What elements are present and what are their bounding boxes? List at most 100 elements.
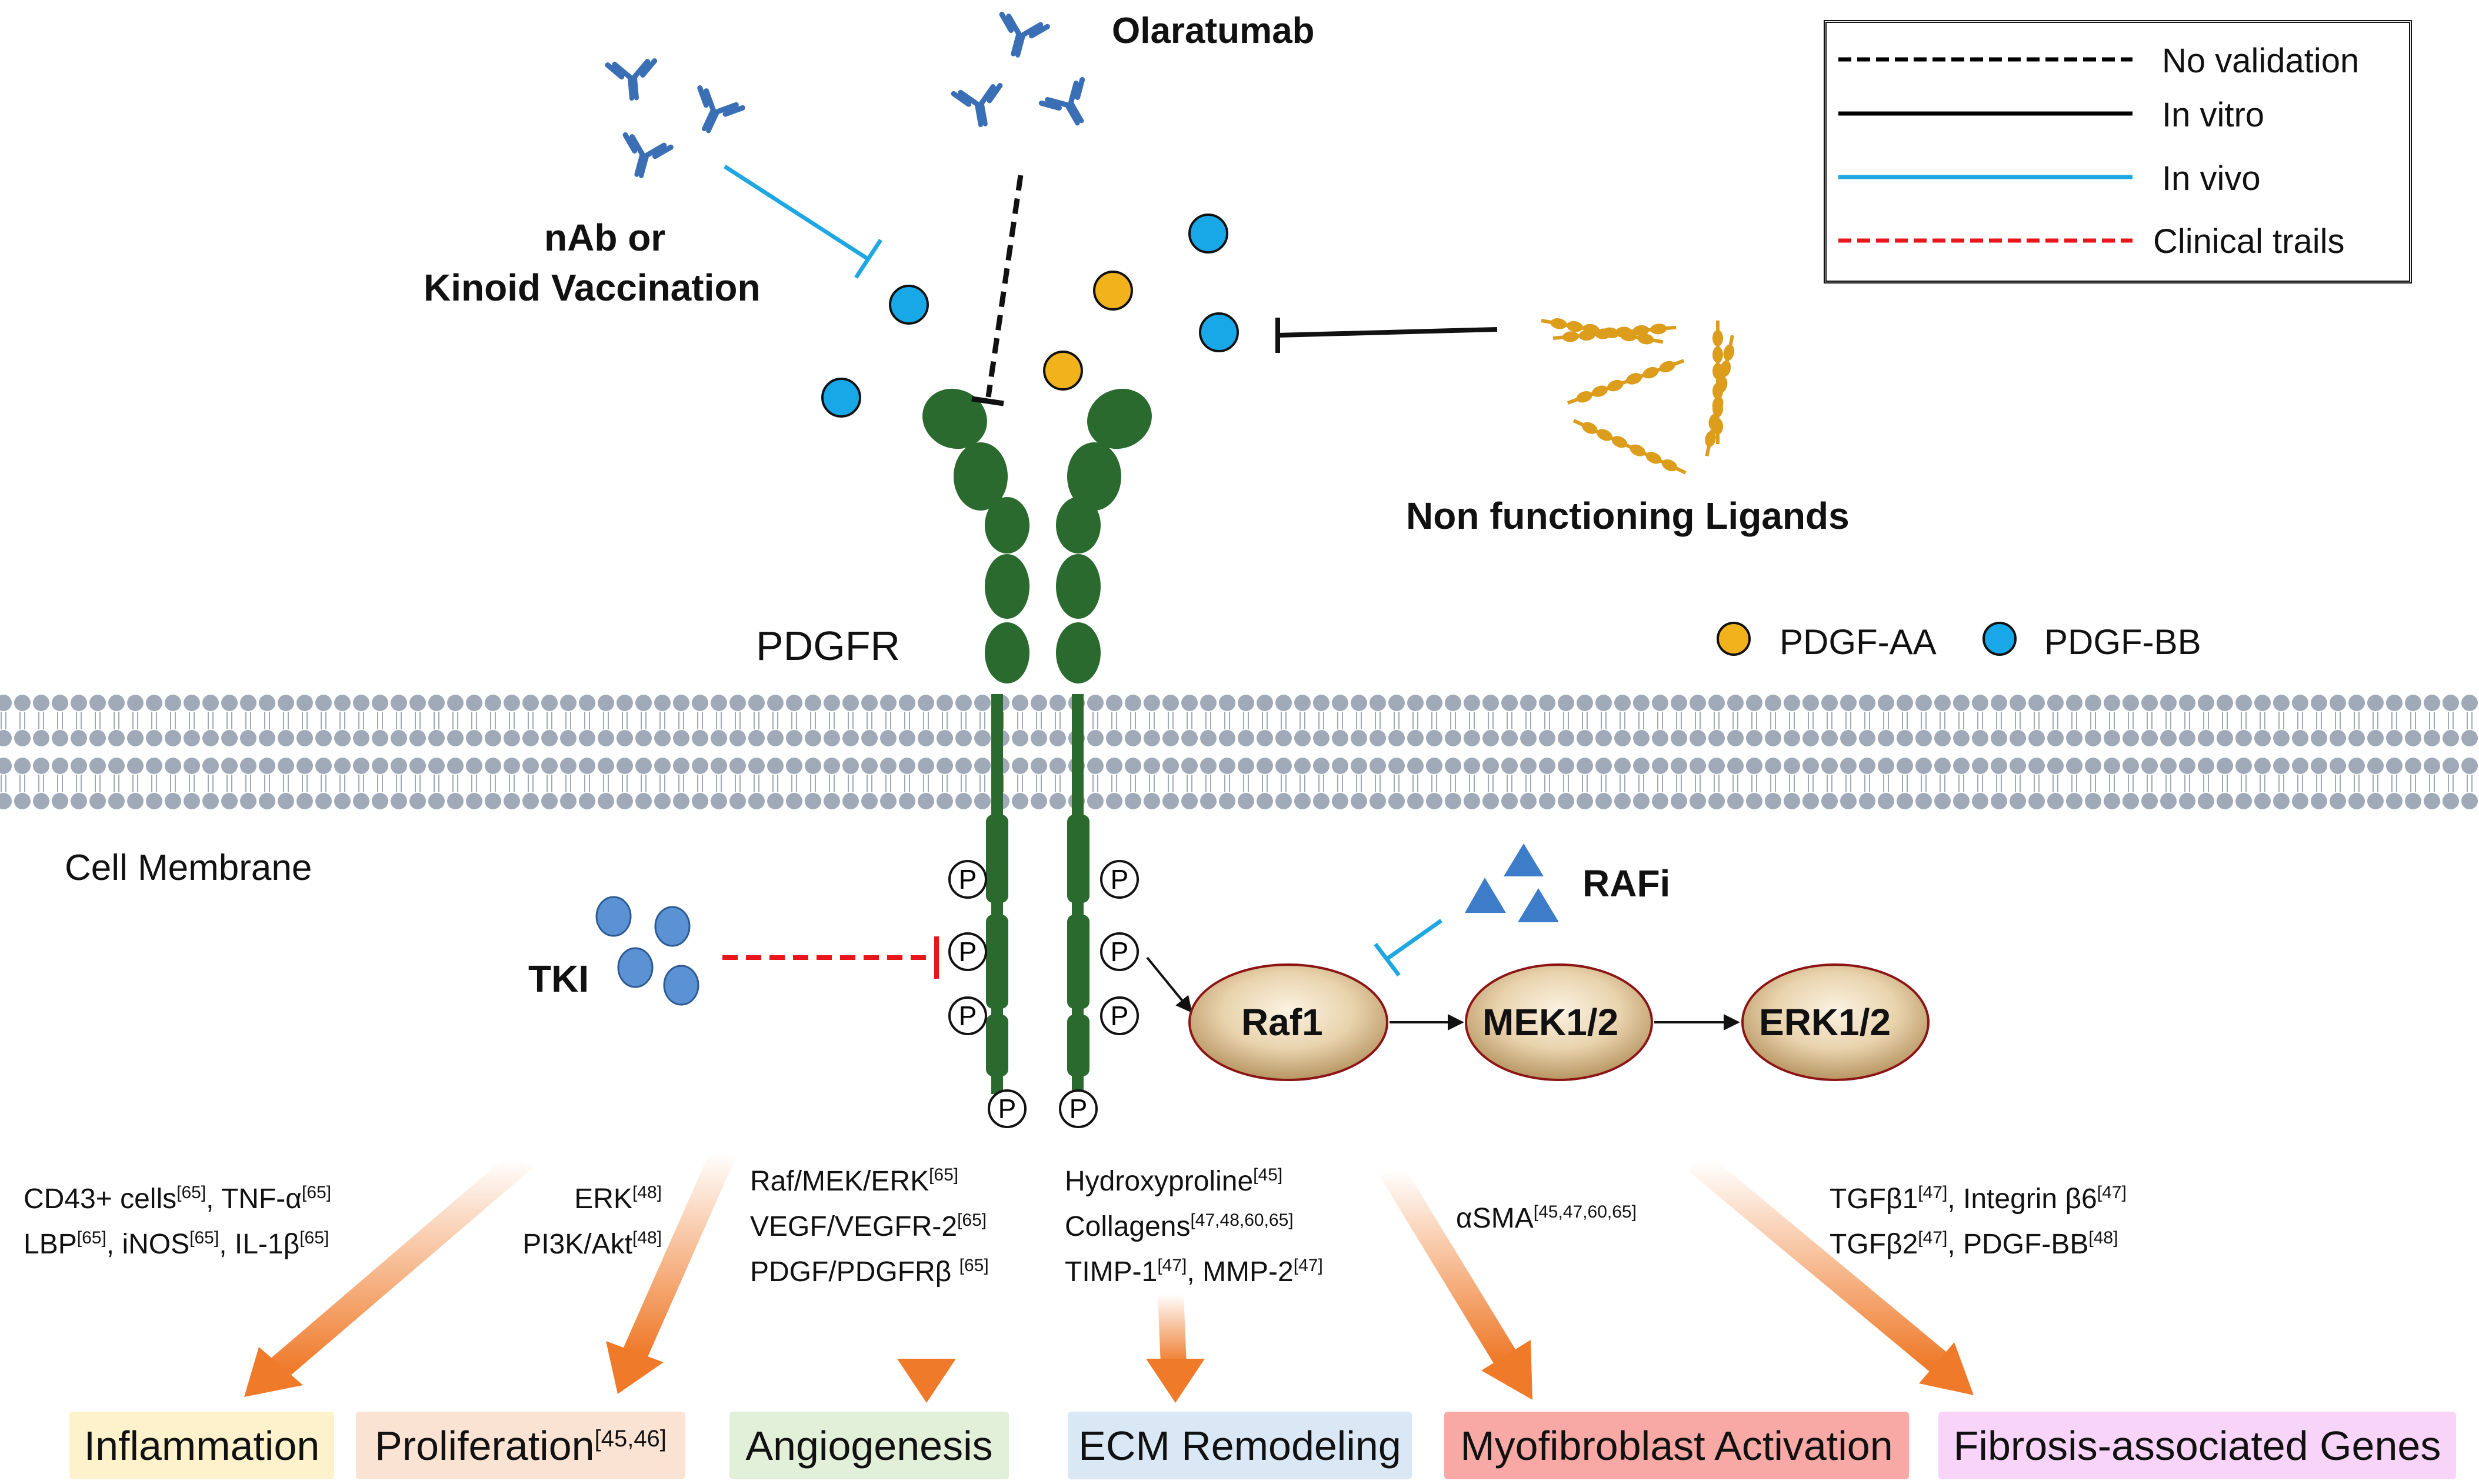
lipid-head bbox=[353, 695, 369, 711]
lipid-head bbox=[1407, 758, 1424, 774]
lipid-head bbox=[1370, 695, 1386, 711]
lipid-head bbox=[259, 695, 275, 711]
lipid-head bbox=[1238, 758, 1254, 774]
lipid-head bbox=[1257, 730, 1273, 746]
lipid-head bbox=[2123, 758, 2139, 774]
lipid-head bbox=[2424, 695, 2440, 711]
lipid-head bbox=[1802, 793, 1819, 809]
lipid-head bbox=[1106, 695, 1122, 711]
lipid-head bbox=[89, 730, 106, 746]
lipid-head bbox=[2292, 793, 2308, 809]
lipid-head bbox=[2104, 793, 2120, 809]
lipid-head bbox=[2028, 730, 2045, 746]
lipid-head bbox=[1294, 793, 1311, 809]
lipid-head bbox=[372, 758, 388, 774]
lipid-head bbox=[1934, 730, 1951, 746]
lipid-head bbox=[353, 793, 369, 809]
lipid-head bbox=[165, 730, 181, 746]
lipid-head bbox=[353, 730, 369, 746]
raf1-node bbox=[1188, 963, 1388, 1081]
lipid-head bbox=[522, 730, 539, 746]
lipid-head bbox=[1388, 758, 1405, 774]
rafi-molecules bbox=[1465, 843, 1559, 922]
svg-text:P: P bbox=[959, 1001, 977, 1031]
lipid-head bbox=[2311, 730, 2327, 746]
lipid-head bbox=[127, 758, 144, 774]
phospho-site: P bbox=[1059, 1089, 1098, 1128]
lipid-head bbox=[1539, 793, 1555, 809]
lipid-head bbox=[955, 793, 972, 809]
lipid-head bbox=[428, 758, 445, 774]
lipid-head bbox=[579, 793, 595, 809]
lipid-head bbox=[504, 793, 520, 809]
lipid-head bbox=[918, 758, 934, 774]
lipid-head bbox=[1633, 695, 1650, 711]
lipid-head bbox=[391, 730, 407, 746]
lipid-head bbox=[33, 730, 49, 746]
lipid-head bbox=[1388, 730, 1405, 746]
lipid-head bbox=[2443, 793, 2459, 809]
lipid-head bbox=[372, 793, 388, 809]
lipid-head bbox=[2461, 793, 2478, 809]
lipid-head bbox=[2461, 758, 2478, 774]
lipid-head bbox=[2066, 730, 2083, 746]
lipid-head bbox=[1708, 793, 1725, 809]
outcome-fibrosis-genes: Fibrosis-associated Genes bbox=[1938, 1412, 2456, 1479]
lipid-head bbox=[1859, 793, 1875, 809]
lipid-head bbox=[937, 758, 953, 774]
inflammation-modulators: CD43+ cells[65], TNF-α[65] LBP[65], iNOS… bbox=[24, 1183, 332, 1260]
lipid-head bbox=[767, 695, 784, 711]
lipid-head bbox=[767, 758, 784, 774]
lipid-head bbox=[522, 695, 539, 711]
lipid-head bbox=[1313, 793, 1330, 809]
lipid-head bbox=[1219, 758, 1235, 774]
lipid-head bbox=[2254, 793, 2271, 809]
mek-label: MEK1/2 bbox=[1482, 1001, 1619, 1043]
lipid-head bbox=[2179, 695, 2195, 711]
lipid-head bbox=[1294, 730, 1311, 746]
lipid-head bbox=[2443, 730, 2459, 746]
lipid-head bbox=[184, 730, 200, 746]
lipid-head bbox=[1426, 730, 1442, 746]
lipid-head bbox=[1200, 758, 1217, 774]
lipid-head bbox=[937, 695, 953, 711]
lipid-head bbox=[1708, 730, 1725, 746]
lipid-head bbox=[2235, 793, 2252, 809]
lipid-head bbox=[334, 695, 351, 711]
lipid-head bbox=[1878, 758, 1894, 774]
lipid-head bbox=[1595, 695, 1612, 711]
lipid-head bbox=[1972, 758, 1988, 774]
lipid-head bbox=[1445, 695, 1461, 711]
pdgfr-label: PDGFR bbox=[756, 623, 900, 669]
lipid-head bbox=[2123, 730, 2139, 746]
lipid-head bbox=[127, 793, 144, 809]
lipid-head bbox=[2386, 730, 2403, 746]
lipid-head bbox=[409, 793, 426, 809]
lipid-head bbox=[2160, 730, 2177, 746]
lipid-head bbox=[14, 758, 31, 774]
erk-label: ERK1/2 bbox=[1759, 1001, 1891, 1043]
lipid-head bbox=[2123, 695, 2139, 711]
lipid-head bbox=[899, 758, 915, 774]
lipid-head bbox=[1012, 730, 1028, 746]
lipid-head bbox=[391, 695, 407, 711]
lipid-head bbox=[2028, 793, 2045, 809]
lipid-head bbox=[202, 695, 219, 711]
svg-text:P: P bbox=[1069, 1093, 1088, 1124]
lipid-head bbox=[729, 730, 746, 746]
lipid-head bbox=[2292, 695, 2308, 711]
lipid-head bbox=[1652, 758, 1668, 774]
legend-label-in-vitro: In vitro bbox=[2162, 96, 2265, 134]
lipid-head bbox=[1219, 793, 1235, 809]
arrow-ecm bbox=[1158, 1293, 1187, 1365]
legend-label-no-validation: No validation bbox=[2162, 42, 2360, 80]
lipid-head bbox=[2179, 793, 2195, 809]
lipid-head bbox=[1144, 758, 1160, 774]
lipid-head bbox=[184, 695, 200, 711]
lipid-head bbox=[1407, 730, 1424, 746]
lipid-head bbox=[1501, 758, 1518, 774]
lipid-head bbox=[1445, 730, 1461, 746]
lipid-head bbox=[974, 695, 991, 711]
lipid-head bbox=[974, 793, 991, 809]
lipid-head bbox=[711, 758, 727, 774]
